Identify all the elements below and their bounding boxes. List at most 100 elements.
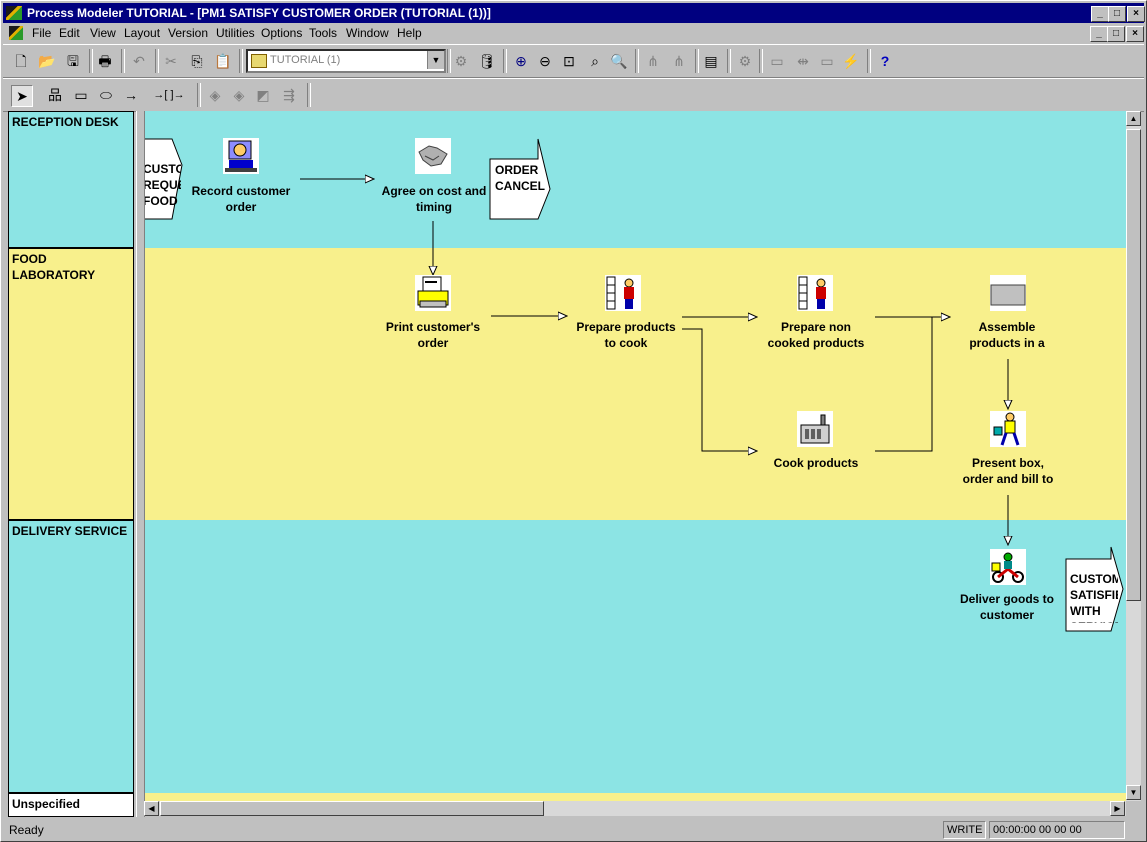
process-label-assemble[interactable]: Assemble products in a — [969, 320, 1045, 350]
printer-icon[interactable] — [415, 275, 451, 311]
event-label-cancel[interactable]: ORDER CANCEL — [495, 163, 545, 193]
ellipse-tool-icon[interactable]: ⬭ — [100, 87, 112, 103]
zoom-out-icon[interactable]: ⊖ — [539, 53, 551, 69]
scroll-corner — [1126, 801, 1141, 816]
menu-version[interactable]: Version — [168, 26, 209, 40]
connector-icon[interactable]: ⚡ — [842, 53, 860, 69]
drawing-toolbar: ➤ 品 ▭ ⬭ → →[ ]→ ◈ ◈ ◩ ⇶ — [3, 78, 1144, 112]
process-label-prepare-non[interactable]: Prepare non cooked products — [767, 320, 865, 350]
flow-tool-icon[interactable]: →[ ]→ — [153, 89, 185, 101]
database-icon[interactable]: 🛢 — [478, 53, 496, 69]
menu-view[interactable]: View — [90, 26, 116, 40]
zoom-in-icon[interactable]: ⊕ — [515, 53, 527, 69]
process-diagram-canvas[interactable]: CUSTOMER REQUESTS FOOD ORDER CANCEL CUST… — [144, 111, 1127, 801]
process-label-print[interactable]: Print customer's order — [385, 320, 481, 350]
scroll-left-icon[interactable]: ◀ — [144, 801, 159, 816]
paste-icon[interactable]: 📋 — [214, 53, 232, 69]
zoom-select-icon[interactable]: ⌕ — [591, 53, 599, 69]
close-button[interactable]: × — [1127, 6, 1145, 22]
menu-tools[interactable]: Tools — [309, 26, 338, 40]
menu-help[interactable]: Help — [397, 26, 422, 40]
process-label-prepare[interactable]: Prepare products to cook — [576, 320, 676, 350]
menu-utilities[interactable]: Utilities — [216, 26, 255, 40]
doc-minimize-button[interactable]: _ — [1090, 26, 1108, 42]
lane-header-unspecified[interactable]: Unspecified — [8, 793, 134, 817]
model-selector[interactable]: TUTORIAL (1) ▼ — [246, 49, 446, 73]
event-label-satisfied[interactable]: CUSTOMER SATISFIED WITH SERVICE — [1070, 572, 1118, 623]
layout-tree-icon[interactable]: ⋔ — [647, 53, 659, 69]
vertical-scrollbar[interactable]: ▲ ▼ — [1126, 111, 1141, 801]
scroll-right-icon[interactable]: ▶ — [1110, 801, 1125, 816]
process-label-agree[interactable]: Agree on cost and timing — [381, 184, 487, 214]
settings-icon[interactable]: ⚙ — [738, 53, 752, 69]
lane-header-reception[interactable]: RECEPTION DESK — [8, 111, 134, 248]
rectangle-tool-icon[interactable]: ▭ — [74, 87, 88, 103]
document-icon[interactable] — [9, 26, 23, 40]
process-label-record[interactable]: Record customer order — [191, 184, 291, 214]
window-title: Process Modeler TUTORIAL - [PM1 SATISFY … — [27, 6, 491, 20]
save-icon[interactable]: 🖫 — [67, 53, 79, 69]
event-label-request[interactable]: CUSTOMER REQUESTS FOOD — [144, 162, 181, 208]
align-icon[interactable]: ◈ — [209, 87, 221, 103]
ungroup-icon[interactable]: ⇶ — [283, 87, 295, 103]
worker-shelves-icon[interactable] — [797, 275, 833, 311]
lane-header-delivery[interactable]: DELIVERY SERVICE — [8, 520, 134, 793]
process-label-deliver[interactable]: Deliver goods to customer — [959, 592, 1054, 622]
distribute-icon[interactable]: ◈ — [233, 87, 245, 103]
flow-connectors — [145, 138, 1124, 632]
zoom-fit-icon[interactable]: ⊡ — [563, 53, 575, 69]
screen-icon[interactable]: ▭ — [820, 53, 834, 69]
connector-cook-assemble — [875, 317, 933, 452]
horizontal-scroll-thumb[interactable] — [160, 801, 544, 816]
monitor-icon[interactable]: ▭ — [770, 53, 784, 69]
menu-bar: File Edit View Layout Version Utilities … — [3, 23, 1144, 43]
scroll-down-icon[interactable]: ▼ — [1126, 785, 1141, 800]
find-icon[interactable]: 🔍 — [610, 53, 628, 69]
menu-options[interactable]: Options — [261, 26, 303, 40]
maximize-button[interactable]: □ — [1108, 6, 1126, 22]
worker-shelves-icon[interactable] — [605, 275, 641, 311]
person-walking-icon[interactable] — [990, 411, 1026, 447]
new-file-icon[interactable]: 🗋 — [15, 53, 27, 69]
layout-branch-icon[interactable]: ⋔ — [673, 53, 685, 69]
event-arrow-request — [145, 138, 183, 220]
minimize-button[interactable]: _ — [1091, 6, 1109, 22]
report-icon[interactable]: ▤ — [704, 53, 718, 69]
object-explorer-icon[interactable]: ⚙ — [454, 53, 468, 69]
chevron-down-icon[interactable]: ▼ — [427, 51, 444, 69]
process-label-present[interactable]: Present box, order and bill to — [962, 456, 1054, 486]
pointer-tool-icon[interactable]: ➤ — [11, 85, 33, 107]
person-at-computer-icon[interactable] — [223, 138, 259, 174]
menu-window[interactable]: Window — [346, 26, 389, 40]
vertical-scroll-thumb[interactable] — [1126, 129, 1141, 601]
menu-file[interactable]: File — [32, 26, 52, 40]
status-time: 00:00:00 00 00 00 — [989, 821, 1125, 839]
undo-icon[interactable]: ↶ — [133, 53, 145, 69]
arrow-tool-icon[interactable]: → — [124, 87, 138, 103]
doc-close-button[interactable]: × — [1126, 26, 1144, 42]
print-icon[interactable]: 🖶 — [98, 53, 112, 69]
open-folder-icon[interactable]: 📂 — [38, 53, 56, 69]
copy-icon[interactable]: ⎘ — [191, 53, 203, 69]
motorcycle-courier-icon[interactable] — [990, 549, 1026, 585]
handshake-icon[interactable] — [415, 138, 451, 174]
horizontal-scrollbar[interactable]: ◀ ▶ — [144, 801, 1126, 816]
process-label-cook[interactable]: Cook products — [773, 456, 859, 470]
status-bar: Ready WRITE 00:00:00 00 00 00 — [3, 820, 1144, 840]
help-icon[interactable]: ? — [880, 53, 890, 69]
cut-icon[interactable]: ✂ — [165, 53, 177, 69]
group-icon[interactable]: ◩ — [256, 87, 270, 103]
doc-restore-button[interactable]: □ — [1107, 26, 1125, 42]
event-arrow-satisfied — [1065, 546, 1124, 632]
lane-delivery — [145, 520, 1127, 793]
lane-header-food-lab[interactable]: FOOD LABORATORY — [8, 248, 134, 520]
split-icon[interactable]: ⇹ — [797, 53, 809, 69]
hierarchy-tool-icon[interactable]: 品 — [48, 87, 62, 103]
status-text: Ready — [9, 823, 44, 837]
menu-layout[interactable]: Layout — [124, 26, 161, 40]
scroll-up-icon[interactable]: ▲ — [1126, 111, 1141, 126]
box-icon[interactable] — [990, 275, 1026, 311]
oven-icon[interactable] — [797, 411, 833, 447]
menu-edit[interactable]: Edit — [59, 26, 80, 40]
